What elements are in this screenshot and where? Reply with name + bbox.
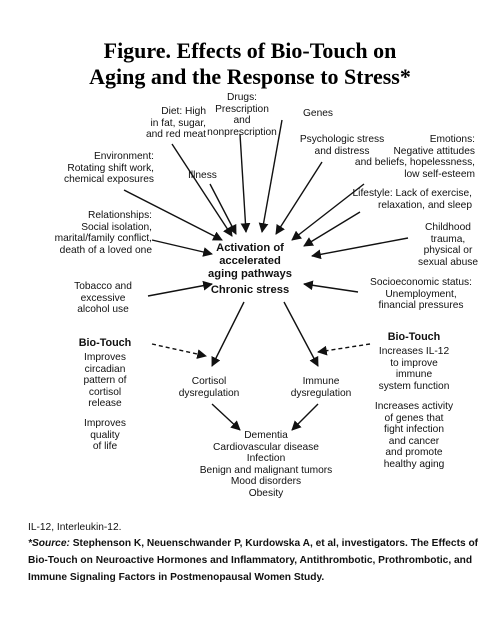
footnote-source-line2: Bio-Touch on Neuroactive Hormones and In… <box>28 555 473 566</box>
arrow-childhood <box>311 237 409 260</box>
arrow-immune-to-outcomes <box>291 403 319 431</box>
bio-touch-right-genes-text: Increases activity of genes that fight i… <box>374 401 454 470</box>
factor-genes: Genes <box>302 108 333 119</box>
factor-emotions: Emotions: Negative attitudes and beliefs… <box>354 134 475 180</box>
footnote-source-text-1: Stephenson K, Neuenschwander P, Kurdowsk… <box>72 538 479 549</box>
arrow-illness <box>209 183 237 235</box>
arrow-genes <box>258 119 283 233</box>
factor-lifestyle: Lifestyle: Lack of exercise, relaxation,… <box>352 188 472 211</box>
arrow-to-cortisol <box>211 301 245 367</box>
bio-touch-left-cortisol-text: Improves circadian pattern of cortisol r… <box>83 352 127 410</box>
arrow-psychologic-stress <box>275 161 323 235</box>
factor-diet: Diet: High in fat, sugar, and red meat <box>145 106 206 141</box>
arrow-tobacco <box>147 280 213 297</box>
outcomes-list: Dementia Cardiovascular disease Infectio… <box>199 430 333 499</box>
figure-title-line1: Figure. Effects of Bio-Touch on <box>103 38 397 63</box>
arrow-diet <box>171 143 233 237</box>
bio-touch-left-heading: Bio-Touch <box>78 337 132 349</box>
arrow-bio-touch-right <box>317 343 371 356</box>
arrow-cortisol-to-outcomes <box>211 403 241 431</box>
arrow-environment <box>123 189 223 241</box>
arrow-bio-touch-left <box>151 343 207 359</box>
activation-node: Activation of accelerated aging pathways <box>208 242 292 280</box>
immune-dysregulation-node: Immune dysregulation <box>290 376 352 399</box>
factor-relationships: Relationships: Social isolation, marital… <box>54 210 152 256</box>
footnote-source-line1: *Source: Stephenson K, Neuenschwander P,… <box>28 538 479 549</box>
factor-illness: Illness <box>188 170 217 181</box>
figure-title-line2: Aging and the Response to Stress* <box>89 64 411 89</box>
bio-touch-right-il12-text: Increases IL-12 to improve immune system… <box>378 346 450 392</box>
bio-touch-left-quality-text: Improves quality of life <box>84 418 126 453</box>
arrow-socioeconomic <box>303 280 359 293</box>
arrow-to-immune <box>283 301 319 367</box>
arrow-emotions <box>291 183 365 241</box>
footnote-abbreviation: IL-12, Interleukin-12. <box>28 522 122 533</box>
chronic-stress-node: Chronic stress <box>210 284 290 296</box>
arrow-relationships <box>151 239 213 257</box>
arrow-drugs <box>239 133 251 233</box>
factor-socioeconomic: Socioeconomic status: Unemployment, fina… <box>370 277 472 312</box>
factor-environment: Environment: Rotating shift work, chemic… <box>63 151 154 186</box>
factor-childhood-trauma: Childhood trauma, physical or sexual abu… <box>417 222 479 268</box>
factor-psychologic-stress: Psychologic stress and distress <box>299 134 385 157</box>
cortisol-dysregulation-node: Cortisol dysregulation <box>178 376 240 399</box>
factor-drugs: Drugs: Prescription and nonprescription <box>207 92 277 138</box>
bio-touch-right-heading: Bio-Touch <box>387 331 441 343</box>
arrow-lifestyle <box>303 211 361 247</box>
factor-tobacco-alcohol: Tobacco and excessive alcohol use <box>74 281 132 316</box>
footnote-source-line3: Immune Signaling Factors in Postmenopaus… <box>28 572 325 583</box>
footnote-source-label: Source: <box>31 538 70 549</box>
